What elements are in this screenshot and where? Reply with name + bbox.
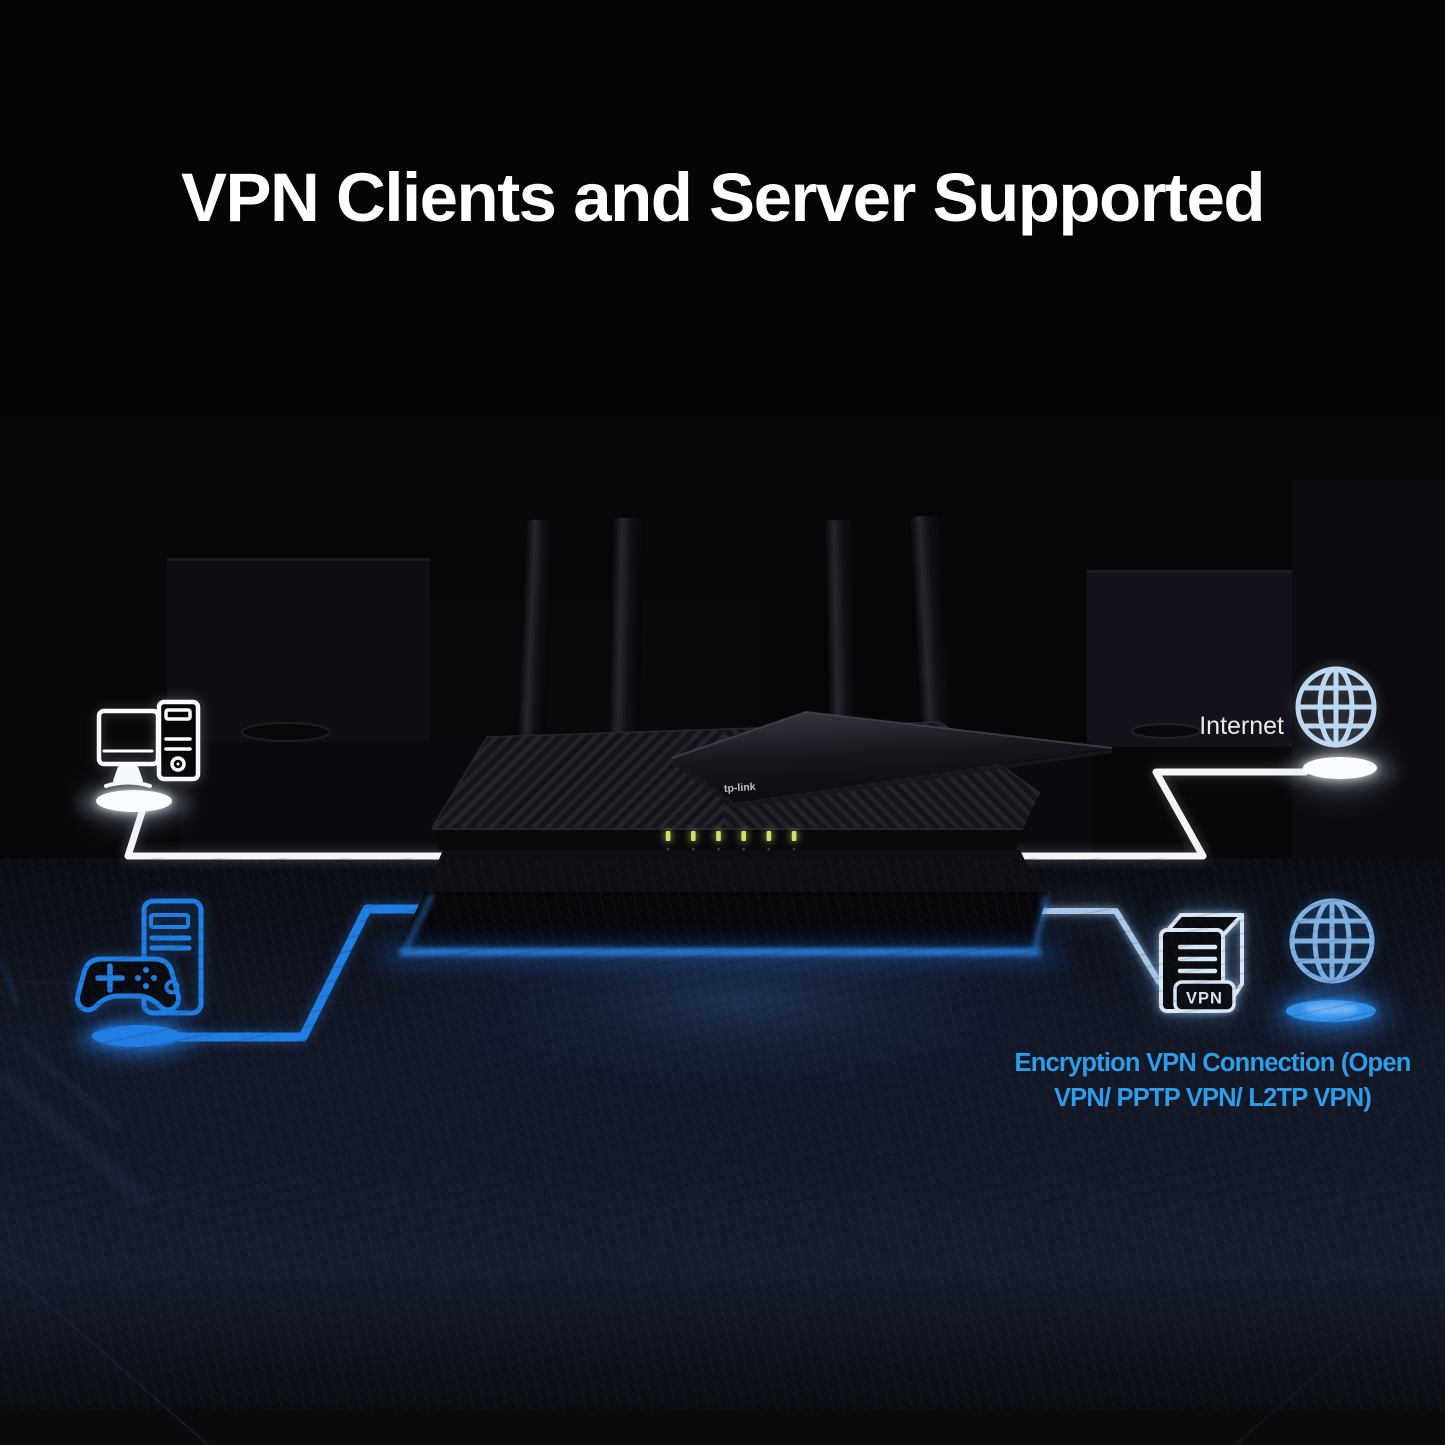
desktop-pc-icon (96, 699, 201, 788)
router-led (741, 831, 746, 841)
router-led-glyph (742, 847, 745, 851)
desktop-client-spot (78, 787, 190, 819)
vpn-caption-line2: VPN/ PPTP VPN/ L2TP VPN) (1053, 1084, 1372, 1112)
pale-blue-connection-line (1029, 908, 1162, 985)
white-spot-ellipse (1303, 757, 1377, 779)
antenna-icon (910, 515, 953, 741)
center-left-box (430, 600, 760, 744)
antenna-icon (608, 517, 644, 743)
router-led-glyph (717, 847, 720, 851)
desktop-client-node (96, 699, 201, 788)
router-led-glyph (691, 847, 695, 851)
router-led (665, 831, 671, 841)
router-led-glyph (666, 847, 670, 851)
router-gloss-panel (672, 712, 1112, 803)
remote-globe-node (1271, 898, 1391, 1031)
vpn-caption-line1: Encryption VPN Connection (Open (1014, 1049, 1412, 1077)
router-led-glyph (767, 847, 771, 851)
router-deck-left (432, 729, 725, 828)
floor-seam (0, 1261, 209, 1445)
gaming-client-spot (75, 1022, 199, 1056)
vpn-server-icon: VPN (1159, 913, 1244, 1013)
router-led (791, 831, 797, 841)
router-brand-logo: tp-link (724, 781, 756, 795)
router-stand-upper (425, 850, 1040, 892)
internet-node: Internet (1199, 666, 1394, 786)
white-connection-line (124, 768, 1309, 860)
router: tp-link (380, 515, 1113, 966)
antenna-icon (517, 519, 555, 743)
floor-seam (1234, 1261, 1445, 1445)
gaming-pc-icon (75, 898, 204, 1016)
left-box-oval (241, 722, 331, 742)
left-box (167, 558, 430, 744)
vpn-server-node: VPN (1159, 913, 1244, 1013)
right-box (1087, 570, 1292, 747)
vpn-caption: Encryption VPN Connection (Open VPN/ PPT… (1010, 1046, 1415, 1116)
white-spot-ellipse (96, 790, 172, 812)
gaming-client-node (75, 898, 204, 1016)
gamepad-icon (75, 956, 181, 1013)
router-led (691, 831, 696, 841)
router-led-row (665, 831, 797, 851)
antenna-icon (825, 519, 859, 739)
globe-icon (1289, 898, 1375, 984)
right-box-oval (1131, 723, 1201, 739)
page-title: VPN Clients and Server Supported (180, 159, 1266, 236)
router-led (716, 831, 721, 841)
router-stand-lower (398, 892, 1048, 948)
connections (124, 768, 1309, 1042)
router-led-glyph (792, 847, 796, 851)
floor-seam (1377, 1062, 1445, 1141)
blue-connection-line (175, 904, 465, 1042)
under-router-glow (380, 893, 1060, 966)
router-front-face (432, 828, 1023, 850)
blue-spot-ellipse (92, 1025, 182, 1047)
router-antennas (517, 515, 953, 743)
vpn-badge-label: VPN (1186, 990, 1223, 1008)
vpn-badge (1173, 980, 1236, 1013)
floor-edge (0, 1406, 1445, 1445)
router-led (766, 831, 772, 841)
internet-label: Internet (1199, 712, 1284, 740)
globe-icon (1295, 666, 1377, 748)
